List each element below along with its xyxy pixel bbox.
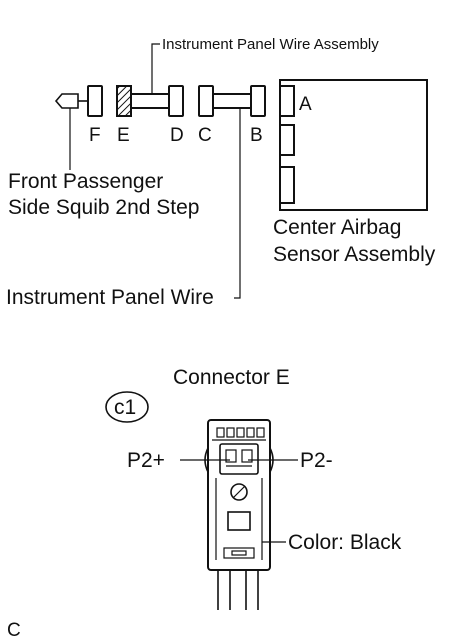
label-center-airbag-line1: Center Airbag	[273, 216, 401, 239]
connector-e-title: Connector E	[173, 366, 290, 389]
label-center-airbag-line2: Sensor Assembly	[273, 243, 436, 266]
label-instrument-panel-wire: Instrument Panel Wire	[6, 286, 214, 309]
label-connector-a: A	[299, 94, 312, 115]
connector-e-front-view	[204, 419, 274, 610]
connector-c-shape	[198, 85, 214, 117]
label-connector-e: E	[117, 125, 130, 146]
pin-p2minus-label: P2-	[300, 449, 333, 472]
leader-wire-assembly	[151, 43, 160, 94]
sensor-port-3	[279, 166, 295, 204]
label-instrument-panel-wire-assembly: Instrument Panel Wire Assembly	[162, 36, 379, 53]
label-front-passenger-line1: Front Passenger	[8, 170, 163, 193]
label-connector-b: B	[250, 125, 263, 146]
sensor-port-2	[279, 124, 295, 156]
pin-p2plus-label: P2+	[127, 449, 165, 472]
leader-instrument-panel-wire	[234, 108, 241, 299]
label-connector-c: C	[198, 125, 212, 146]
connector-d-shape	[168, 85, 184, 117]
instrument-panel-wire-tube	[212, 93, 252, 109]
color-label: Color: Black	[288, 531, 402, 554]
label-connector-f: F	[89, 125, 101, 146]
connector-b-shape	[250, 85, 266, 117]
center-airbag-sensor-box	[279, 79, 428, 211]
sensor-port-a	[279, 85, 295, 117]
front-passenger-squib	[54, 93, 88, 109]
connector-code-bubble	[105, 391, 149, 423]
connector-f-shape	[87, 85, 103, 117]
connector-e-shape	[116, 85, 132, 117]
label-connector-d: D	[170, 125, 184, 146]
corner-label: C	[7, 620, 21, 641]
connector-code-label: c1	[114, 396, 136, 419]
label-front-passenger-line2: Side Squib 2nd Step	[8, 196, 199, 219]
instrument-panel-wire-assembly-tube	[130, 93, 170, 109]
